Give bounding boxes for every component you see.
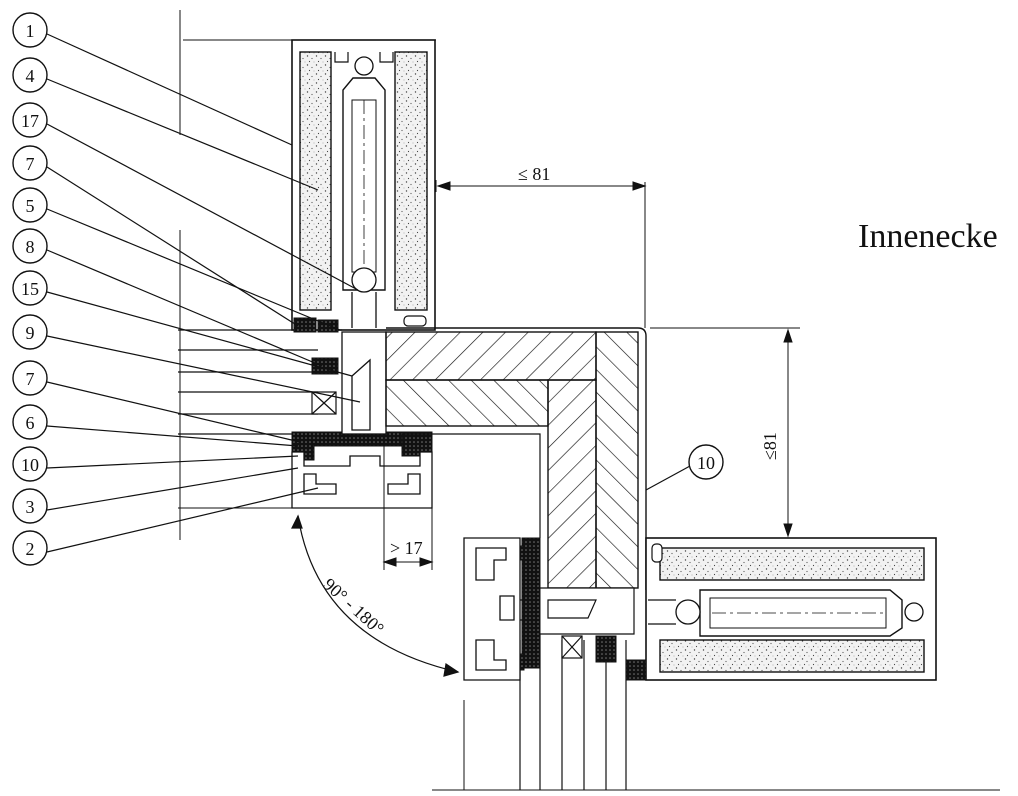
angle-arc	[291, 514, 460, 677]
callout-leader-line	[46, 335, 361, 403]
callout-leader-line	[46, 249, 323, 367]
callout-balloon	[12, 446, 48, 482]
callout-number: 4	[26, 66, 35, 86]
callout-number: 8	[26, 237, 35, 257]
dimension-right-height	[650, 327, 800, 539]
callout-leader-line	[46, 123, 359, 291]
callout-balloon	[12, 270, 48, 306]
pressure-plate-left	[291, 451, 433, 509]
callout-number: 15	[21, 279, 39, 299]
callout-balloon	[12, 360, 48, 396]
callout-number: 3	[26, 497, 35, 517]
callout-leader-line	[46, 455, 299, 469]
callout-number: 17	[21, 111, 39, 131]
callout-leader-line	[46, 381, 301, 443]
corner-block	[385, 327, 647, 590]
dimension-top-width	[435, 180, 647, 192]
callout-leader-line	[46, 291, 353, 377]
left-glazing	[178, 329, 342, 435]
callout-balloon	[12, 488, 48, 524]
angle-label: 90° - 180°	[319, 574, 388, 639]
callout-number: 2	[26, 539, 35, 559]
callout-leader-line	[46, 425, 299, 447]
page-title: Innenecke	[858, 218, 998, 255]
callout-leader-line	[46, 78, 319, 191]
connector-bracket	[341, 331, 387, 435]
callout-balloon	[12, 228, 48, 264]
callout-balloon	[12, 404, 48, 440]
dimension-offset-label: > 17	[390, 538, 423, 558]
callout-leader-line	[46, 487, 319, 553]
callout-leader-line	[46, 208, 341, 331]
lower-insulated-panel	[645, 537, 937, 681]
callout-group: 1 4 17 7 5 8 15 9 7 6 10 3 2	[12, 12, 361, 566]
upper-insulated-panel	[291, 39, 436, 331]
callout-right: 10	[645, 444, 724, 491]
dimension-right-height-label: ≤81	[760, 432, 780, 460]
callout-balloon	[12, 530, 48, 566]
callout-balloon	[12, 57, 48, 93]
callout-number: 10	[21, 455, 39, 475]
callout-balloon	[12, 187, 48, 223]
callout-number: 5	[26, 196, 35, 216]
callout-number: 1	[26, 21, 35, 41]
callout-leader-line	[46, 467, 299, 511]
callout-leader-line	[46, 166, 299, 327]
callout-balloon	[12, 314, 48, 350]
callout-number: 7	[26, 369, 35, 389]
callout-balloon	[12, 145, 48, 181]
callout-number: 9	[26, 323, 35, 343]
callout-right-number: 10	[697, 453, 715, 473]
dimension-offset	[382, 446, 434, 570]
callout-number: 7	[26, 154, 35, 174]
lower-glazing	[519, 587, 635, 790]
callout-balloon	[12, 102, 48, 138]
pressure-plate-lower	[463, 537, 525, 681]
callout-leader-line	[46, 33, 293, 146]
callout-balloon	[12, 12, 48, 48]
callout-number: 6	[26, 413, 35, 433]
dimension-top-width-label: ≤ 81	[518, 164, 550, 184]
